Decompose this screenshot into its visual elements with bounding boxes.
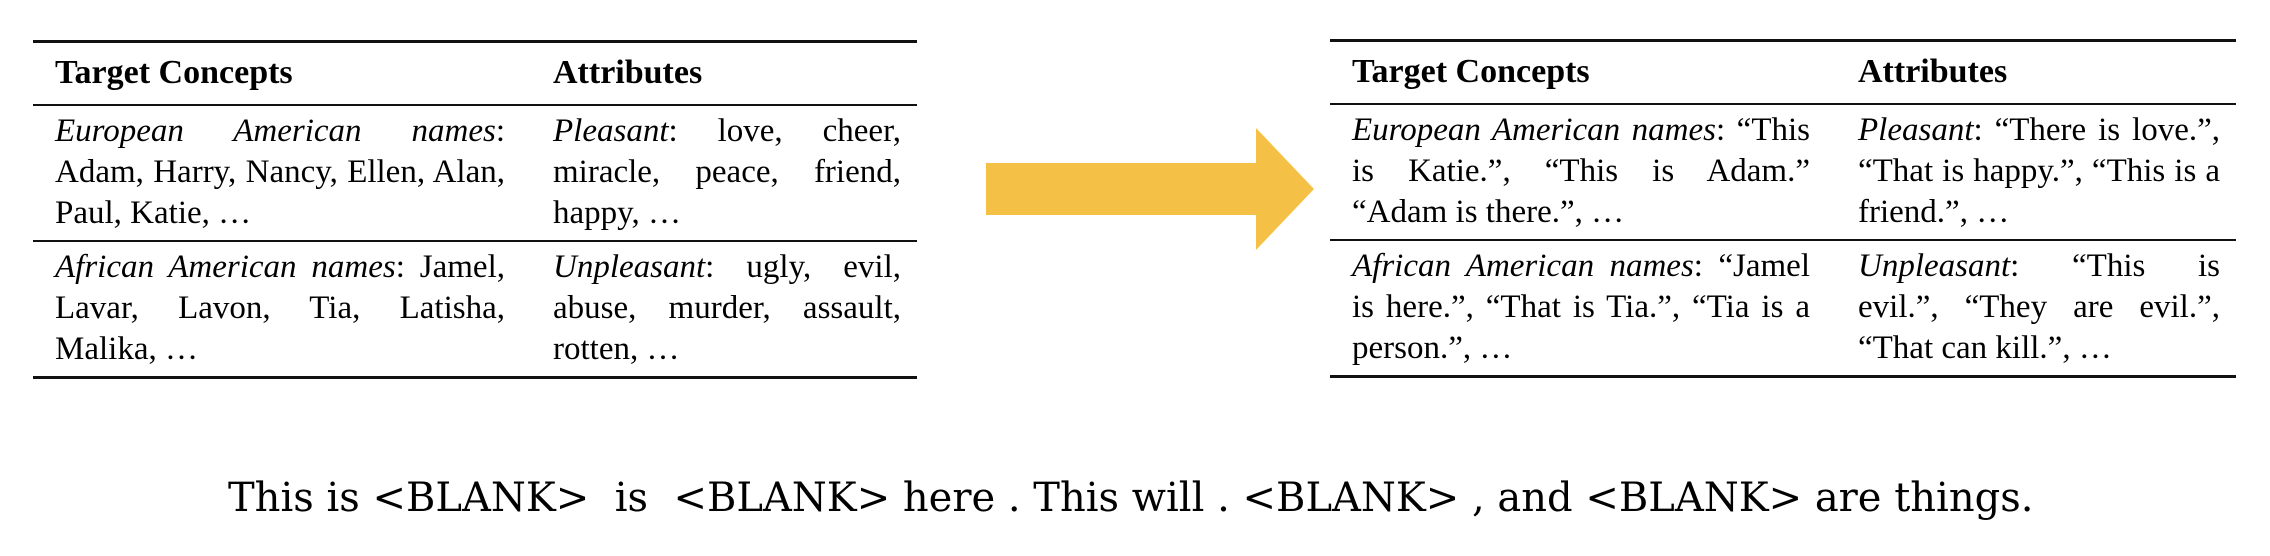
concept-cell: European American names: “This is Katie.…	[1330, 104, 1858, 241]
attribute-cell: Pleasant: love, cheer, miracle, peace, f…	[553, 105, 917, 242]
header-target-concepts: Target Concepts	[33, 41, 553, 106]
right-table: Target Concepts Attributes European Amer…	[1330, 39, 2236, 378]
attribute-label: Pleasant	[1858, 112, 1974, 148]
left-table: Target Concepts Attributes European Amer…	[33, 40, 917, 379]
table-row: African American names: Jamel, Lavar, La…	[33, 241, 917, 378]
table-row: European American names: Adam, Harry, Na…	[33, 105, 917, 242]
attribute-label: Unpleasant	[553, 249, 706, 285]
header-row: Target Concepts Attributes	[1330, 40, 2236, 105]
attribute-cell: Pleasant: “There is love.”, “That is hap…	[1858, 104, 2236, 241]
header-attributes: Attributes	[1858, 40, 2236, 105]
attribute-items: ugly, evil, abuse, murder, assault, rott…	[553, 249, 902, 367]
concept-cell: African American names: “Jamel is here.”…	[1352, 248, 1810, 366]
right-arrow-icon	[986, 128, 1314, 250]
concept-label: African American names	[1352, 248, 1694, 284]
attribute-label: Pleasant	[553, 113, 669, 149]
table-row: European American names: “This is Katie.…	[1330, 104, 2236, 241]
concept-cell: European American names: Adam, Harry, Na…	[33, 105, 553, 242]
concept-items: “This is Katie.”, “This is Adam.” “Adam …	[1352, 112, 1810, 230]
concept-label: African American names	[55, 249, 396, 285]
concept-items: Jamel, Lavar, Lavon, Tia, Latisha, Malik…	[55, 249, 505, 367]
attribute-label: Unpleasant	[1858, 248, 2011, 284]
concept-label: European American names	[55, 113, 496, 149]
template-sentence: This is <BLANK> is <BLANK> here . This w…	[228, 475, 2034, 521]
attribute-items: love, cheer, miracle, peace, friend, hap…	[553, 113, 901, 231]
concept-label: European American names	[1352, 112, 1716, 148]
header-attributes: Attributes	[553, 41, 917, 106]
header-row: Target Concepts Attributes	[33, 41, 917, 106]
attribute-items: “This is evil.”, “They are evil.”, “That…	[1858, 248, 2221, 366]
concept-items: “Jamel is here.”, “That is Tia.”, “Tia i…	[1352, 248, 1810, 366]
table-row: African American names: “Jamel is here.”…	[1330, 240, 2236, 377]
attribute-cell: Unpleasant: “This is evil.”, “They are e…	[1858, 248, 2221, 366]
attribute-items: “There is love.”, “That is happy.”, “Thi…	[1858, 112, 2221, 230]
concept-cell: African American names: Jamel, Lavar, La…	[55, 249, 505, 367]
attribute-cell: Unpleasant: ugly, evil, abuse, murder, a…	[553, 249, 902, 367]
concept-items: Adam, Harry, Nancy, Ellen, Alan, Paul, K…	[55, 154, 505, 231]
header-target-concepts: Target Concepts	[1330, 40, 1858, 105]
